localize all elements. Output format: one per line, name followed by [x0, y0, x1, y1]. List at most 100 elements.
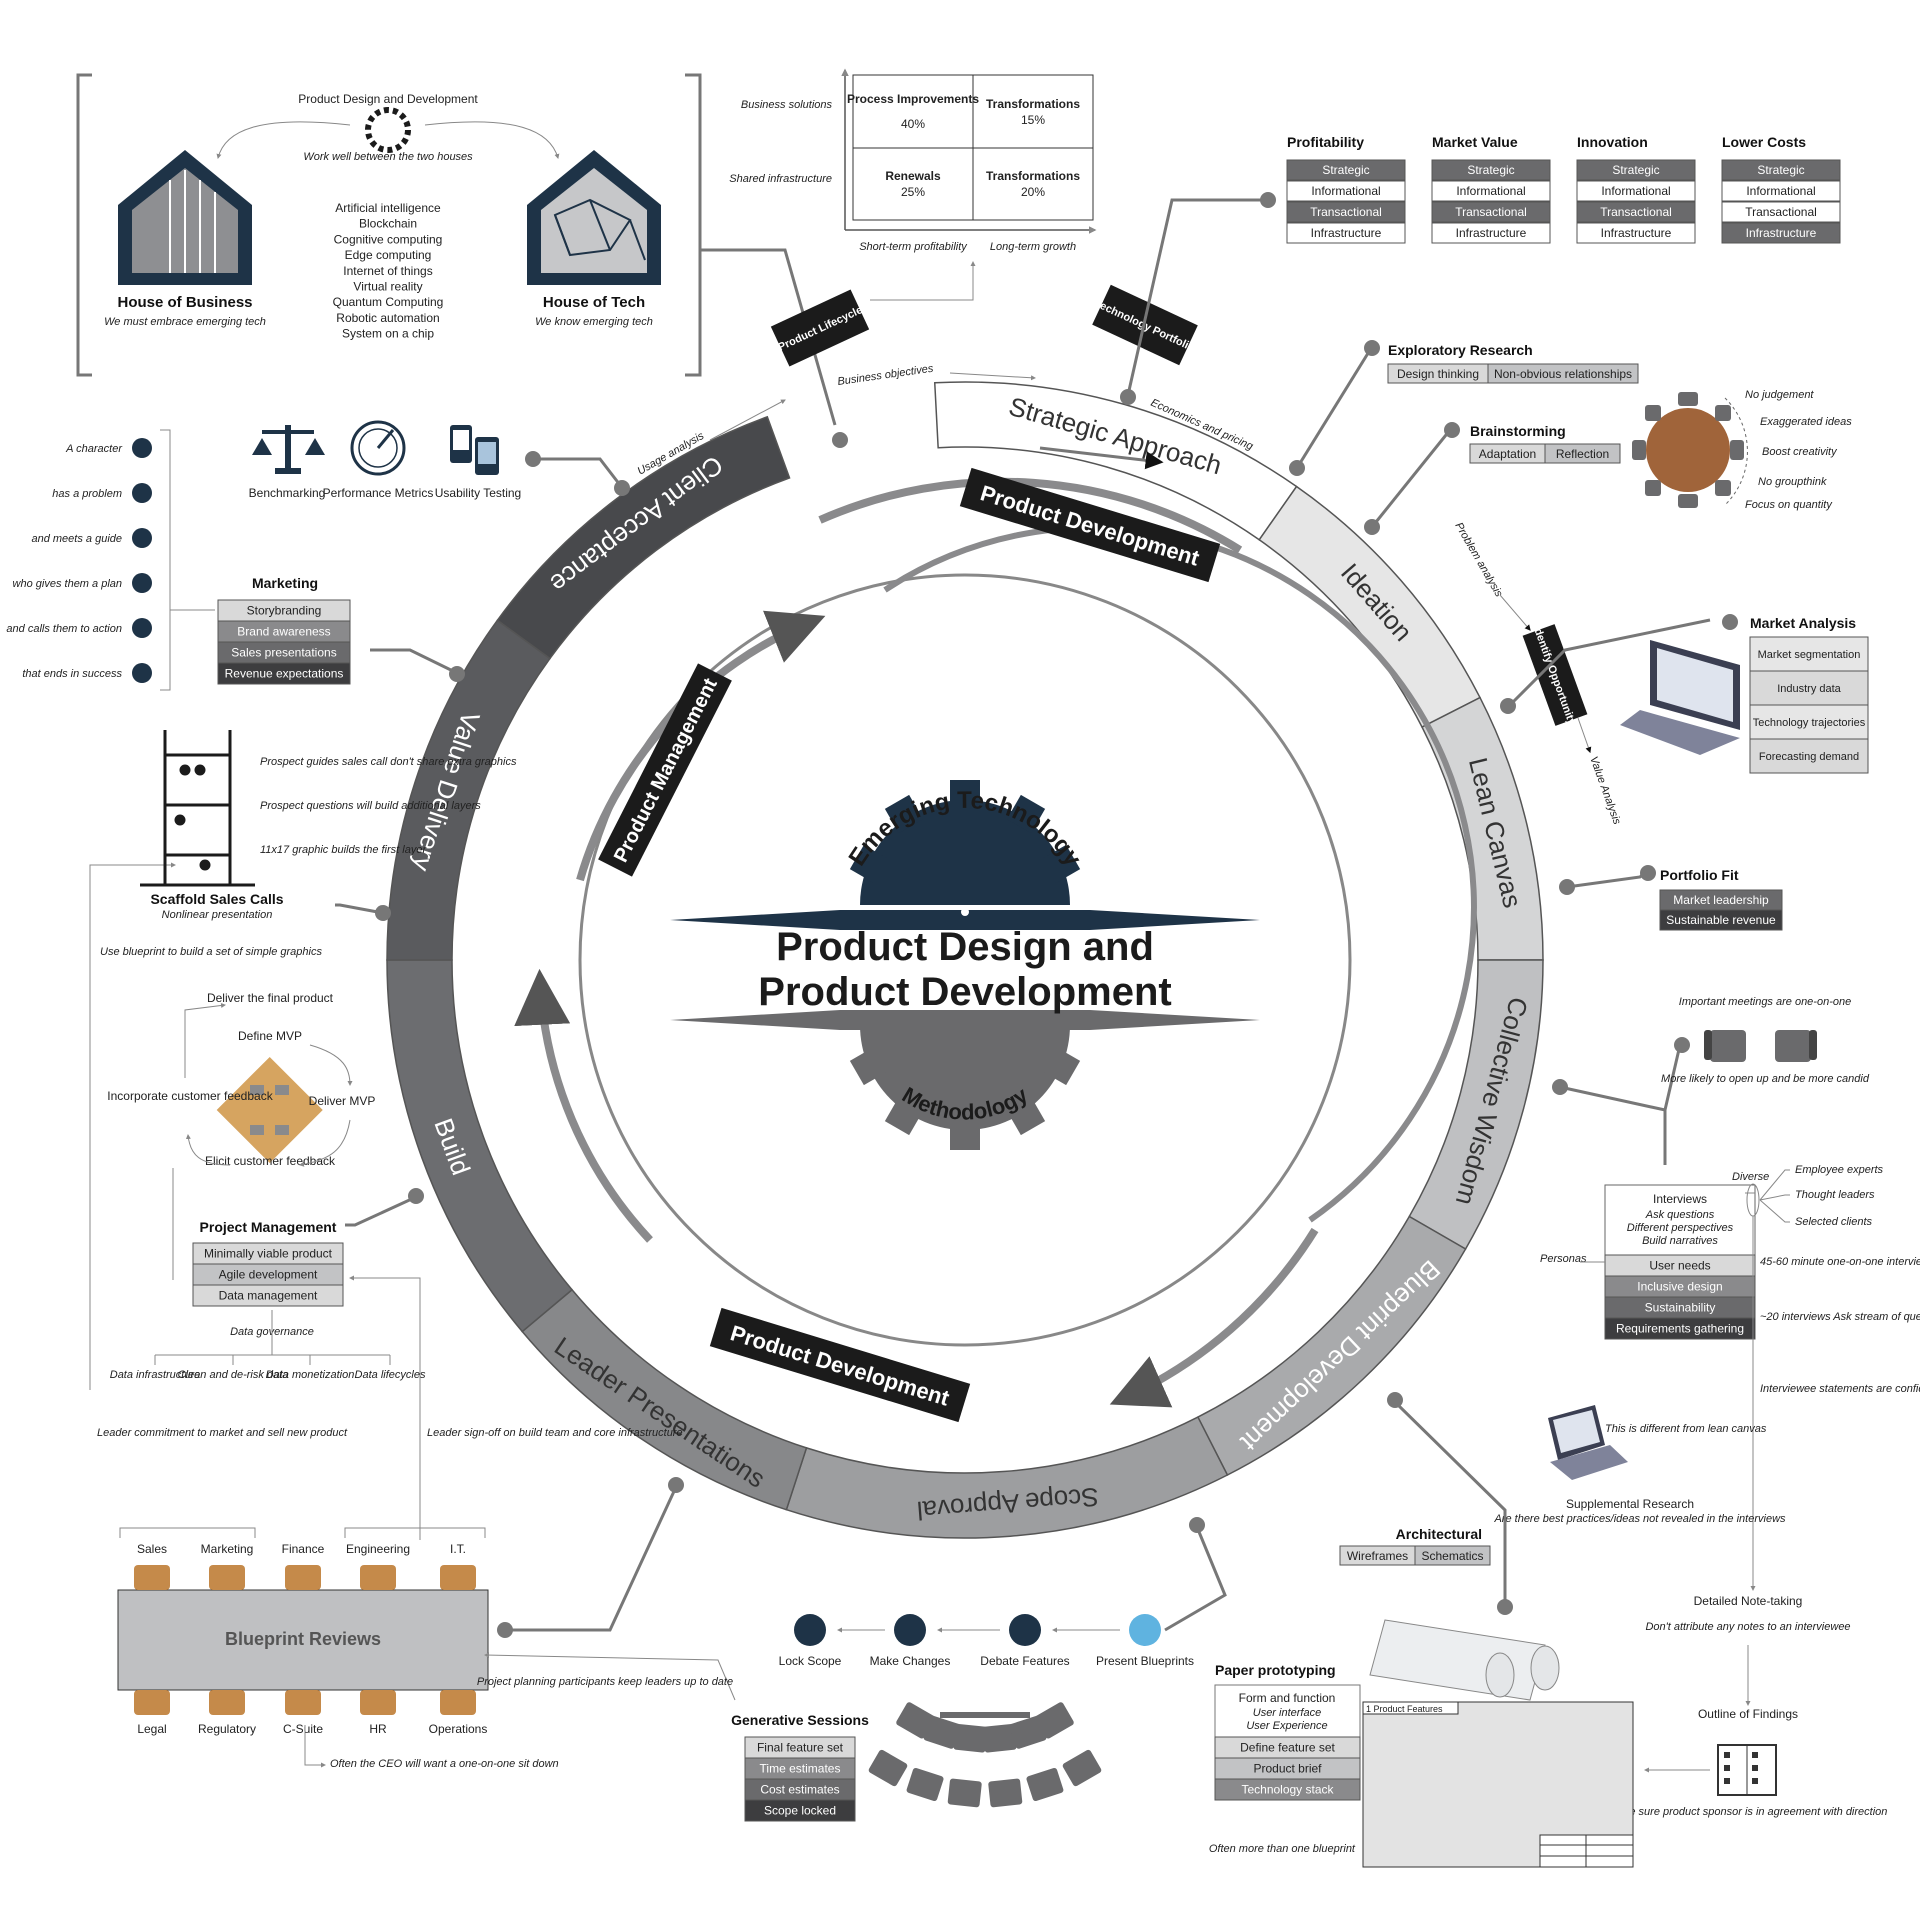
- ring-segment-label: Leader Presentations: [549, 1331, 771, 1494]
- ring-segment-label: Blueprint Development: [1234, 1254, 1446, 1457]
- svg-text:Employee experts: Employee experts: [1795, 1164, 1884, 1176]
- svg-text:Architectural: Architectural: [1396, 1526, 1482, 1542]
- tech-list-item: Internet of things: [343, 264, 432, 278]
- tech-list-item: Quantum Computing: [333, 295, 444, 309]
- svg-text:User interface: User interface: [1253, 1707, 1321, 1719]
- chair-icon: [440, 1690, 476, 1715]
- governance-item: Data infrastructure: [110, 1369, 200, 1381]
- svg-text:Use blueprint to build a set o: Use blueprint to build a set of simple g…: [100, 946, 322, 958]
- technology-portfolio-columns: ProfitabilityStrategicInformationalTrans…: [1286, 134, 1841, 244]
- chair-icon: [440, 1565, 476, 1590]
- svg-text:Brainstorming: Brainstorming: [1470, 423, 1566, 439]
- list-item: Cost estimates: [760, 1783, 839, 1797]
- portfolio-matrix: Business solutions Shared infrastructure…: [729, 68, 1097, 253]
- lightbulb-icon: [1129, 1614, 1161, 1646]
- svg-text:Work well between the two hous: Work well between the two houses: [303, 151, 473, 163]
- generative-step: Present Blueprints: [1096, 1654, 1194, 1668]
- portfolio-cell: [1286, 159, 1406, 181]
- svg-text:Transformations: Transformations: [986, 97, 1080, 111]
- ring-segment: [496, 415, 791, 660]
- portfolio-cell-label: Informational: [1456, 184, 1525, 198]
- chair-icon: [209, 1565, 245, 1590]
- portfolio-cell: [1721, 180, 1841, 202]
- usability-testing-icon: [450, 425, 499, 475]
- list-item: Time estimates: [760, 1762, 841, 1776]
- tech-list-item: Robotic automation: [336, 311, 439, 325]
- svg-text:15%: 15%: [1021, 113, 1045, 127]
- generative-step: Make Changes: [870, 1654, 951, 1668]
- gear-top-icon: [860, 800, 1070, 905]
- portfolio-cell: [1721, 201, 1841, 223]
- portfolio-cell: [1721, 159, 1841, 181]
- list-item: Forecasting demand: [1759, 751, 1859, 763]
- portfolio-cell-label: Transactional: [1600, 205, 1672, 219]
- product-lifecycle-tag: Product Lifecycle: [770, 289, 870, 367]
- portfolio-cell: [1431, 159, 1551, 181]
- theater-seat: [1035, 1702, 1074, 1739]
- speech-bubbles-icon: [1009, 1614, 1041, 1646]
- chair-icon: [134, 1565, 170, 1590]
- svg-text:Transformations: Transformations: [986, 169, 1080, 183]
- list-item: Product brief: [1253, 1762, 1322, 1776]
- story-step-icon: [132, 573, 152, 593]
- svg-text:Incorporate customer feedback: Incorporate customer feedback: [107, 1089, 273, 1103]
- svg-text:Project planning participants: Project planning participants keep leade…: [477, 1676, 733, 1688]
- review-participant: I.T.: [450, 1542, 466, 1556]
- laptop-icon: [1620, 640, 1740, 755]
- portfolio-cell: [1286, 180, 1406, 202]
- chair-icon: [360, 1565, 396, 1590]
- svg-text:Are there best practices/ideas: Are there best practices/ideas not revea…: [1493, 1513, 1786, 1525]
- blueprint-rolls-icon: [1369, 1619, 1560, 1701]
- list-box: [1604, 1317, 1756, 1340]
- list-box: [1749, 670, 1869, 706]
- interviews-panel: Interviews Ask questions Different persp…: [1540, 1164, 1920, 1591]
- portfolio-cell-label: Informational: [1311, 184, 1380, 198]
- theater-seats-icon: [868, 1702, 1102, 1808]
- brainstorm-note: Focus on quantity: [1745, 499, 1833, 511]
- houses-panel: Product Design and Development Work well…: [76, 73, 702, 377]
- list-box: [1749, 704, 1869, 740]
- svg-text:25%: 25%: [901, 185, 925, 199]
- governance-item: Clean and de-risk data: [178, 1369, 289, 1381]
- interview-note: ~20 interviews Ask stream of questions I…: [1760, 1311, 1920, 1323]
- theater-seat: [906, 1767, 944, 1802]
- tag-label: Adaptation: [1479, 447, 1536, 461]
- list-item: Requirements gathering: [1616, 1322, 1744, 1336]
- chair-icon: [285, 1690, 321, 1715]
- review-participant: HR: [369, 1722, 387, 1736]
- brainstorm-note: No groupthink: [1758, 476, 1827, 488]
- svg-text:This is different from lean ca: This is different from lean canvas: [1605, 1423, 1767, 1435]
- svg-text:1 Product Features: 1 Product Features: [1366, 1704, 1443, 1714]
- portfolio-cell-label: Infrastructure: [1601, 226, 1672, 240]
- portfolio-cell-label: Strategic: [1467, 163, 1514, 177]
- theater-seat: [896, 1702, 935, 1739]
- inner-arc-left: [576, 610, 826, 882]
- story-step: and calls them to action: [6, 623, 122, 635]
- review-participant: C-Suite: [283, 1722, 323, 1736]
- note-problem-analysis: Problem analysis: [1452, 521, 1505, 600]
- list-item: User needs: [1649, 1259, 1710, 1273]
- round-table-icon: [1632, 392, 1748, 508]
- list-box: [1749, 738, 1869, 774]
- center-title-1: Product Design and: [776, 925, 1154, 969]
- svg-text:40%: 40%: [901, 117, 925, 131]
- scaffold-icon: [140, 730, 255, 887]
- mvp-cycle: Deliver the final product Define MVP Del…: [107, 991, 375, 1168]
- review-participant: Finance: [282, 1542, 325, 1556]
- portfolio-cell-label: Transactional: [1310, 205, 1382, 219]
- svg-text:Ask questions: Ask questions: [1645, 1209, 1715, 1221]
- portfolio-cell: [1576, 222, 1696, 244]
- portfolio-cell: [1576, 159, 1696, 181]
- tag-label: Non-obvious relationships: [1494, 367, 1632, 381]
- list-item: Agile development: [219, 1268, 318, 1282]
- theater-seat: [1062, 1749, 1102, 1787]
- svg-text:Deliver MVP: Deliver MVP: [309, 1094, 376, 1108]
- generative-step: Lock Scope: [779, 1654, 842, 1668]
- inner-arc-top: [818, 477, 1243, 554]
- review-participant: Legal: [137, 1722, 166, 1736]
